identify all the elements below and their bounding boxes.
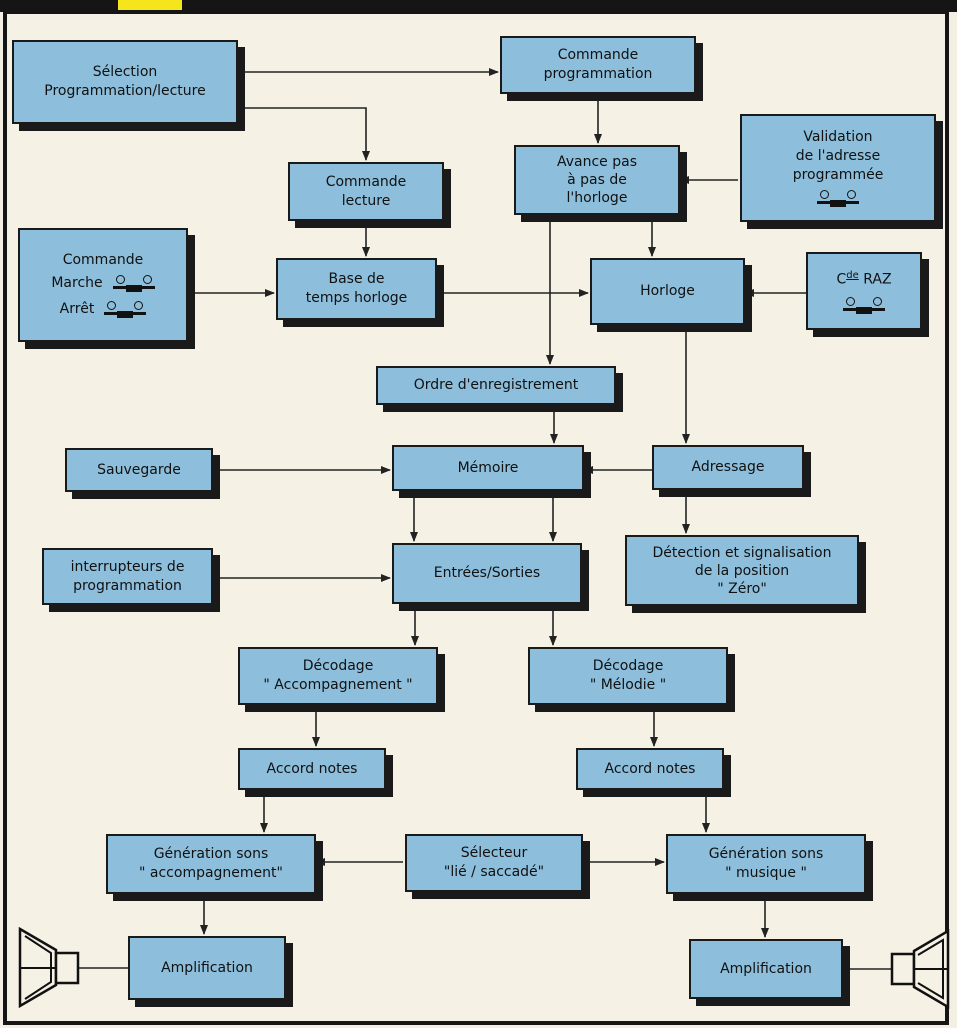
commande-marche-arret-block: Commande Marche Arrêt [18, 228, 188, 342]
avance-line3: l'horloge [566, 190, 628, 206]
generation-musique-block: Génération sons " musique " [666, 834, 866, 894]
interrupteurs-line2: programmation [73, 577, 182, 594]
decodage-acc-line2: " Accompagnement " [263, 677, 413, 693]
arrow-selection-to-cmd-lecture [238, 107, 370, 161]
avance-block: Avance pas à pas de l'horloge [514, 145, 680, 215]
top-border [0, 0, 957, 12]
generation-musique-line1: Génération sons [708, 846, 824, 862]
ordre-label: Ordre d'enregistrement [413, 377, 579, 393]
decodage-acc-line1: Décodage [302, 658, 374, 674]
commande-title: Commande [62, 251, 144, 268]
interrupteurs-line1: interrupteurs de [70, 558, 185, 575]
selecteur-line2: "lié / saccadé" [443, 864, 545, 880]
entrees-sorties-label: Entrées/Sorties [433, 565, 541, 581]
horloge-block: Horloge [590, 258, 745, 325]
avance-line2: à pas de [567, 172, 627, 188]
base-temps-block: Base de temps horloge [276, 258, 437, 320]
adressage-block: Adressage [652, 445, 804, 490]
raz-block: Cde RAZ [806, 252, 922, 330]
highlight-marker [118, 0, 182, 12]
validation-line2: de l'adresse [795, 147, 881, 164]
selection-block: Sélection Programmation/lecture [12, 40, 238, 124]
decodage-mel-block: Décodage " Mélodie " [528, 647, 728, 705]
accord-notes-right-label: Accord notes [604, 760, 696, 777]
cmd-lecture-block: Commande lecture [288, 162, 444, 221]
generation-acc-line1: Génération sons [153, 846, 269, 862]
raz-suffix: RAZ [858, 271, 892, 288]
decodage-acc-block: Décodage " Accompagnement " [238, 647, 438, 705]
raz-switch-icon[interactable] [843, 296, 885, 316]
arret-label: Arrêt [59, 301, 95, 317]
speaker-left-icon [18, 926, 80, 1009]
memoire-block: Mémoire [392, 445, 584, 491]
amplification-right-block: Amplification [689, 939, 843, 999]
selection-line2: Programmation/lecture [44, 83, 206, 99]
cmd-lecture-line1: Commande [325, 173, 407, 190]
ordre-block: Ordre d'enregistrement [376, 366, 616, 405]
accord-notes-right-block: Accord notes [576, 748, 724, 790]
selecteur-line1: Sélecteur [460, 845, 528, 861]
base-temps-line1: Base de [328, 271, 385, 287]
generation-acc-line2: " accompagnement" [139, 865, 283, 881]
accord-notes-left-label: Accord notes [266, 760, 358, 777]
cmd-prog-block: Commande programmation [500, 36, 696, 94]
memoire-label: Mémoire [457, 459, 519, 476]
cmd-lecture-line2: lecture [341, 192, 391, 209]
sauvegarde-label: Sauvegarde [97, 461, 181, 478]
raz-prefix: C [836, 271, 847, 288]
interrupteurs-block: interrupteurs de programmation [42, 548, 213, 605]
adressage-label: Adressage [691, 459, 765, 475]
detection-line1: Détection et signalisation [652, 544, 832, 561]
generation-musique-line2: " musique " [725, 865, 807, 881]
accord-notes-left-block: Accord notes [238, 748, 386, 790]
raz-sup: de [846, 270, 859, 282]
arret-switch-icon[interactable] [104, 300, 147, 320]
cmd-prog-line1: Commande [557, 47, 639, 63]
amplification-left-label: Amplification [161, 959, 253, 976]
marche-switch-icon[interactable] [112, 274, 155, 294]
amplification-left-block: Amplification [128, 936, 286, 1000]
validation-block: Validation de l'adresse programmée [740, 114, 936, 222]
detection-block: Détection et signalisation de la positio… [625, 535, 859, 606]
sauvegarde-block: Sauvegarde [65, 448, 213, 492]
selecteur-block: Sélecteur "lié / saccadé" [405, 834, 583, 892]
speaker-right-icon [890, 928, 950, 1010]
validation-line1: Validation [803, 128, 873, 145]
switch-icon [817, 189, 859, 209]
validation-line3: programmée [792, 166, 884, 183]
avance-line1: Avance pas [556, 154, 637, 170]
detection-line3: " Zéro" [717, 580, 767, 597]
entrees-sorties-block: Entrées/Sorties [392, 543, 582, 604]
raz-label: Cde RAZ [836, 266, 891, 290]
generation-acc-block: Génération sons " accompagnement" [106, 834, 316, 894]
cmd-prog-line2: programmation [543, 66, 653, 82]
base-temps-line2: temps horloge [305, 290, 408, 306]
amplification-right-label: Amplification [720, 960, 812, 977]
decodage-mel-line1: Décodage [592, 658, 664, 674]
horloge-label: Horloge [640, 283, 695, 299]
decodage-mel-line2: " Mélodie " [589, 677, 667, 693]
detection-line2: de la position [694, 562, 790, 579]
marche-label: Marche [51, 275, 103, 291]
selection-line1: Sélection [92, 64, 158, 80]
